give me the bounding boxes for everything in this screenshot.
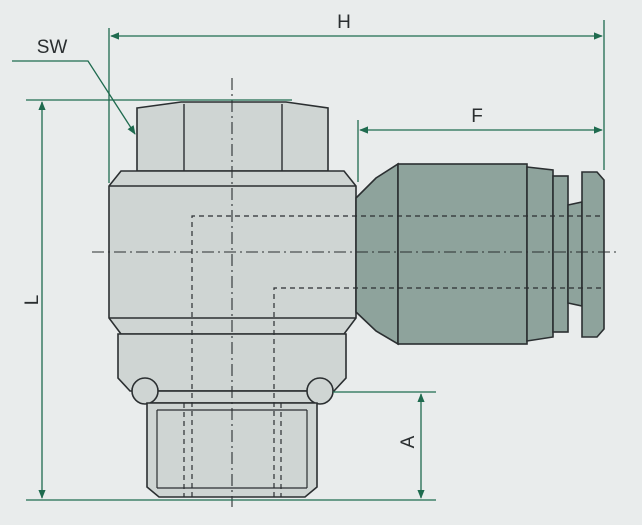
swivel-ball-left — [131, 377, 159, 405]
threaded-shank — [146, 402, 318, 498]
hidden-lines — [183, 215, 604, 497]
swivel-ball-right — [306, 377, 334, 405]
elbow-body — [108, 101, 357, 498]
sw-leader — [12, 60, 136, 135]
label-f: F — [471, 106, 483, 127]
label-l: L — [22, 295, 43, 306]
dimension-lines — [12, 20, 605, 501]
release-ring — [567, 201, 583, 307]
center-lines — [92, 78, 618, 507]
fitting-neck — [355, 162, 399, 346]
label-a: A — [398, 435, 419, 448]
push-in-fitting — [355, 162, 605, 346]
fitting-collet — [526, 166, 554, 342]
lower-collar — [117, 333, 347, 392]
fitting-groove — [552, 175, 569, 333]
fitting-end-cap — [581, 171, 605, 338]
label-h: H — [337, 12, 351, 33]
label-sw: SW — [37, 37, 68, 58]
fitting-sleeve — [397, 163, 528, 345]
